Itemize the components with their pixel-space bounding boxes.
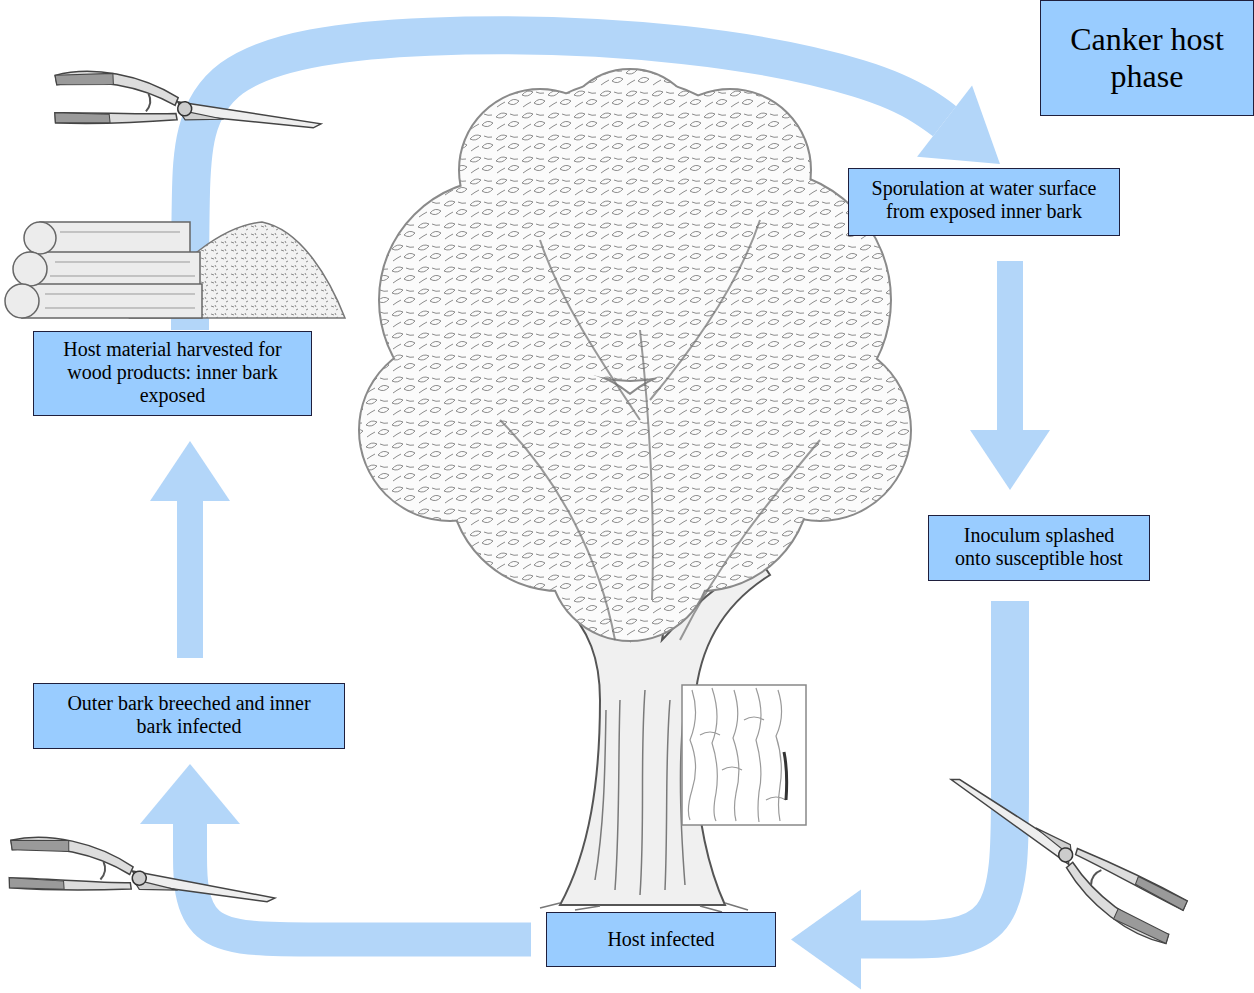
pruning-shears xyxy=(3,830,279,933)
arrow-head xyxy=(791,890,861,990)
arrow-band xyxy=(190,824,531,940)
process-box: Outer bark breeched and inner bark infec… xyxy=(33,683,345,749)
cycle-arrow xyxy=(140,764,531,940)
ground-strokes xyxy=(540,903,748,912)
log-pile xyxy=(5,222,345,318)
process-box: Host material harvested for wood product… xyxy=(33,331,312,416)
arrow-band xyxy=(861,601,1010,940)
arrow-head xyxy=(140,764,240,824)
bark-inset xyxy=(682,685,806,825)
arrow-head xyxy=(150,441,230,501)
branches xyxy=(500,220,820,640)
logs xyxy=(5,222,202,318)
tree-canopy xyxy=(360,70,910,640)
canopy-leaves xyxy=(360,70,910,640)
box-text: Canker host phase xyxy=(1051,21,1243,95)
pruning-shears xyxy=(939,750,1193,952)
process-box: Sporulation at water surface from expose… xyxy=(848,168,1120,236)
box-text: Sporulation at water surface from expose… xyxy=(871,177,1097,223)
bark-texture xyxy=(595,690,685,895)
cycle-arrow xyxy=(970,261,1050,490)
pruning-shears xyxy=(49,65,324,159)
box-text: Host infected xyxy=(557,928,765,951)
box-text: Inoculum splashed onto susceptible host xyxy=(945,524,1133,570)
process-box: Inoculum splashed onto susceptible host xyxy=(928,515,1150,581)
process-box: Host infected xyxy=(546,912,776,967)
arrow-head xyxy=(917,86,1000,164)
phase-title-box: Canker host phase xyxy=(1040,0,1254,116)
arrow-band xyxy=(177,501,203,658)
canopy-outline xyxy=(360,70,910,640)
arrow-head xyxy=(970,430,1050,490)
box-text: Host material harvested for wood product… xyxy=(60,338,285,407)
cycle-arrow xyxy=(150,441,230,658)
arrow-band xyxy=(997,261,1023,430)
box-text: Outer bark breeched and inner bark infec… xyxy=(64,692,314,738)
